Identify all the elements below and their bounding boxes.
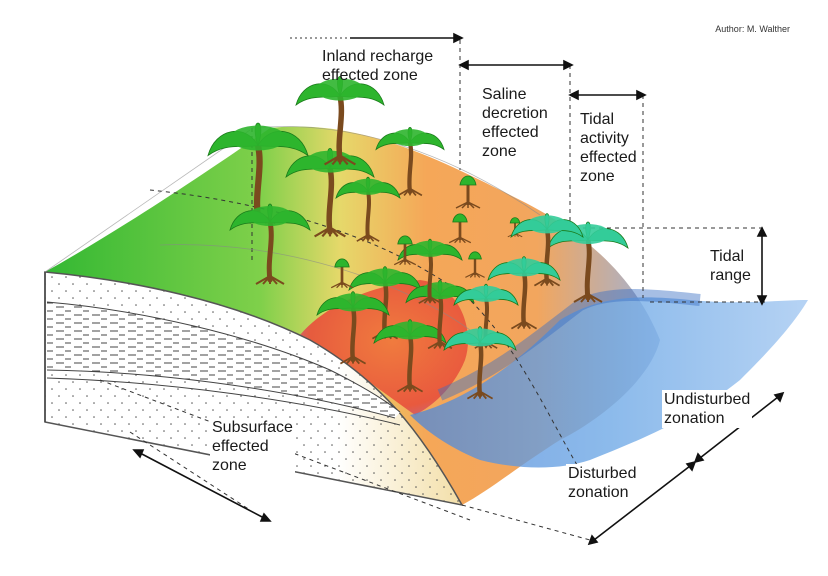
sea-water (410, 289, 808, 468)
palm-tree (229, 203, 311, 285)
small-tree (393, 235, 417, 266)
inland-palm-trees (207, 76, 475, 393)
saline-zone-trees (330, 175, 523, 289)
slab-cross-section (44, 271, 464, 507)
palm-tree (510, 213, 584, 287)
palm-tree (335, 176, 401, 242)
author-credit: Author: M. Walther (715, 24, 790, 34)
small-tree (330, 258, 354, 289)
small-tree (448, 213, 472, 244)
palm-tree (443, 326, 517, 400)
tidal-zone-mangroves (443, 213, 629, 400)
palm-tree (375, 127, 445, 197)
small-tree (465, 251, 485, 278)
palm-tree (487, 256, 561, 330)
palm-tree (295, 76, 385, 166)
palm-tree (373, 319, 447, 393)
subsurface-patch (300, 280, 468, 415)
palm-tree (316, 291, 390, 365)
small-tree (455, 175, 481, 209)
zone-arrows (132, 32, 785, 546)
guide-lines (99, 37, 765, 541)
